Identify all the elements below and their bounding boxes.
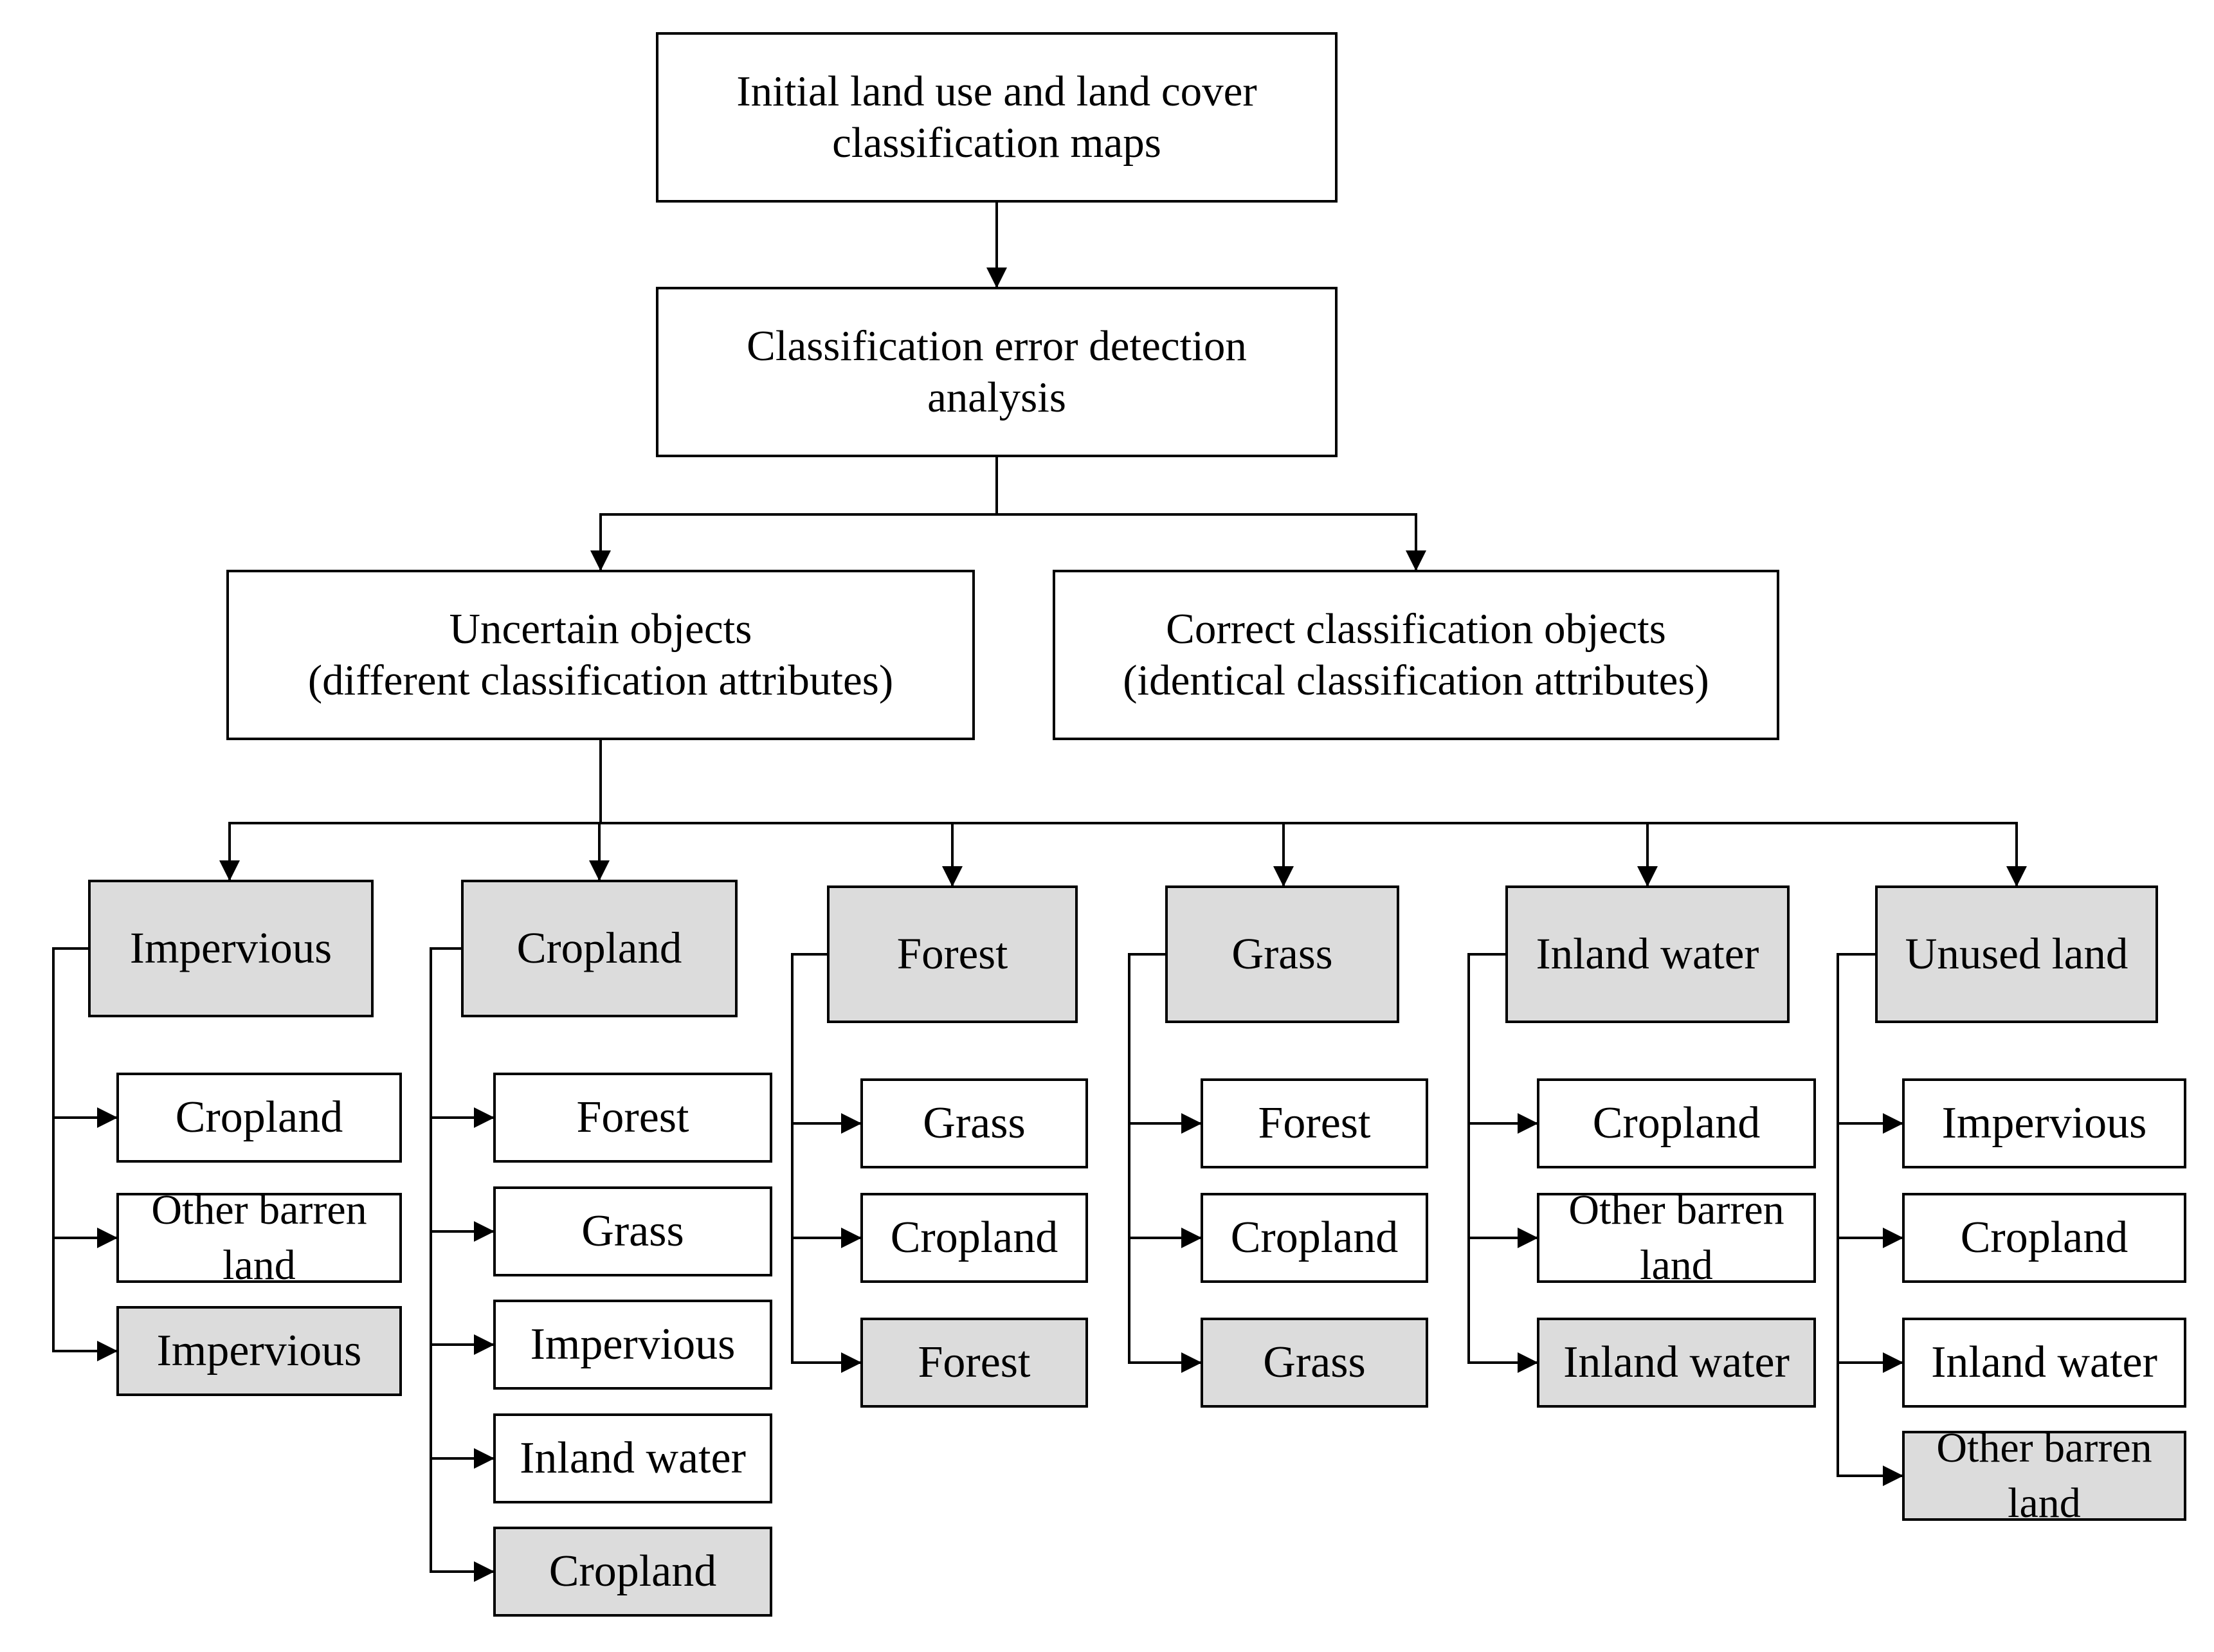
reclass-label: Other barren <box>1568 1186 1784 1234</box>
reclass-box-forest: Forest <box>1201 1078 1428 1168</box>
category-cropland: Cropland <box>461 880 738 1017</box>
reclass-label: Impervious <box>1941 1098 2147 1148</box>
reclass-label: Impervious <box>530 1319 736 1369</box>
category-impervious: Impervious <box>88 880 374 1017</box>
reclass-label: Forest <box>576 1092 689 1142</box>
reclass-label: Grass <box>581 1206 684 1256</box>
reclass-box-grass: Grass <box>493 1186 772 1276</box>
initial-maps-line-1: Initial land use and land cover <box>736 68 1257 116</box>
reclass-box-other-barren-land: Other barren land <box>1537 1186 1816 1289</box>
reclass-label: Forest <box>918 1337 1031 1387</box>
reclass-label: Cropland <box>175 1092 343 1142</box>
uncertain-objects-line-2: (different classification attributes) <box>307 656 894 704</box>
reclass-box-impervious: Impervious <box>116 1306 402 1396</box>
category-forest: Forest <box>827 885 1078 1023</box>
correct-objects-box: Correct classification objects (identica… <box>1053 570 1779 740</box>
reclass-label: Other barren <box>151 1186 367 1234</box>
reclass-label: Other barren <box>1936 1424 2152 1472</box>
reclass-box-cropland: Cropland <box>116 1073 402 1163</box>
reclass-label: Grass <box>1263 1337 1366 1387</box>
reclass-label: Grass <box>923 1098 1026 1148</box>
initial-maps-box: Initial land use and land cover classifi… <box>656 32 1338 203</box>
reclass-label: Inland water <box>1563 1337 1790 1387</box>
reclass-label: Cropland <box>549 1546 717 1596</box>
reclass-label: Cropland <box>1592 1098 1761 1148</box>
reclass-box-other-barren-land: Other barren land <box>116 1186 402 1289</box>
category-label: Forest <box>896 929 1008 979</box>
reclass-label: Cropland <box>1230 1212 1399 1262</box>
reclass-label: Cropland <box>890 1212 1058 1262</box>
category-label: Grass <box>1231 929 1333 979</box>
reclass-box-inland-water: Inland water <box>493 1413 772 1503</box>
category-grass: Grass <box>1165 885 1399 1023</box>
correct-objects-line-2: (identical classification attributes) <box>1123 656 1709 704</box>
reclass-box-forest: Forest <box>860 1318 1088 1408</box>
category-label: Impervious <box>129 923 332 973</box>
reclass-box-impervious: Impervious <box>1902 1078 2186 1168</box>
reclass-label: land <box>1640 1242 1713 1289</box>
reclass-box-grass: Grass <box>860 1078 1088 1168</box>
reclass-label: Inland water <box>520 1433 746 1483</box>
category-label: Unused land <box>1905 929 2128 979</box>
reclass-label: land <box>2008 1480 2081 1527</box>
initial-maps-line-2: classification maps <box>832 118 1161 167</box>
error-detection-line-1: Classification error detection <box>747 322 1247 370</box>
reclass-box-cropland: Cropland <box>493 1527 772 1617</box>
reclass-label: Inland water <box>1931 1337 2157 1387</box>
category-inland-water: Inland water <box>1505 885 1790 1023</box>
reclass-label: Cropland <box>1960 1212 2128 1262</box>
uncertain-objects-box: Uncertain objects (different classificat… <box>226 570 975 740</box>
category-unused-land: Unused land <box>1875 885 2158 1023</box>
reclass-label: Impervious <box>156 1325 362 1375</box>
reclass-box-inland-water: Inland water <box>1902 1318 2186 1408</box>
reclass-box-cropland: Cropland <box>1201 1193 1428 1283</box>
reclass-box-other-barren-land: Other barren land <box>1902 1424 2186 1527</box>
category-label: Inland water <box>1536 929 1759 979</box>
uncertain-objects-line-1: Uncertain objects <box>449 605 752 653</box>
correct-objects-line-1: Correct classification objects <box>1166 605 1666 653</box>
reclass-box-grass: Grass <box>1201 1318 1428 1408</box>
reclass-label: land <box>222 1242 296 1289</box>
reclass-box-cropland: Cropland <box>1537 1078 1816 1168</box>
reclass-box-cropland: Cropland <box>1902 1193 2186 1283</box>
reclass-box-cropland: Cropland <box>860 1193 1088 1283</box>
reclass-box-inland-water: Inland water <box>1537 1318 1816 1408</box>
category-label: Cropland <box>516 923 682 973</box>
error-detection-line-2: analysis <box>927 373 1066 421</box>
error-detection-box: Classification error detection analysis <box>656 287 1338 457</box>
reclass-box-impervious: Impervious <box>493 1300 772 1390</box>
reclass-label: Forest <box>1258 1098 1371 1148</box>
reclass-box-forest: Forest <box>493 1073 772 1163</box>
